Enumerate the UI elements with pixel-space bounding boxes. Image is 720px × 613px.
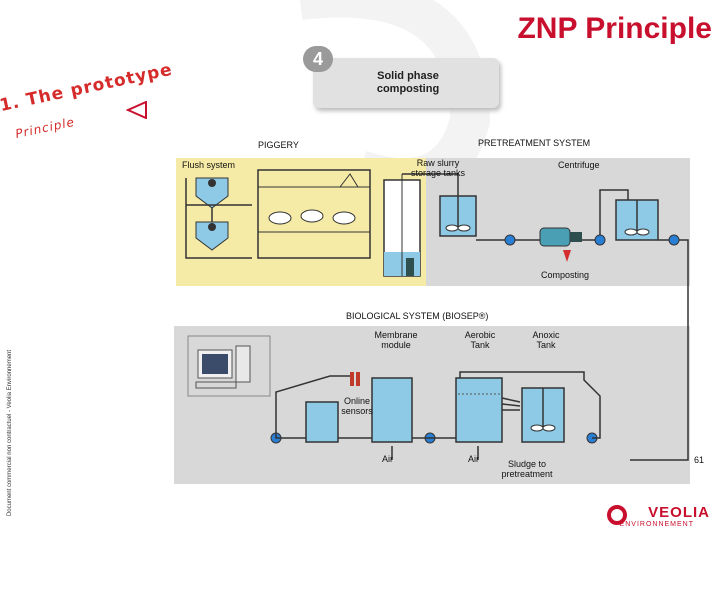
side-note: Document commercial non contractuel - Ve… [7,349,13,517]
air-label-1: Air [382,454,393,464]
pig-barn [257,169,371,259]
flush-tank-top [195,177,229,209]
centrifuge-label: Centrifuge [558,160,600,170]
step-number-badge: 4 [303,46,333,72]
centrifuge-icon [539,227,582,247]
aerobic-tank [455,377,503,443]
mixer-icon-2 [624,200,650,236]
slide-title: ZNP Principle [517,12,712,45]
triangle-arrow-icon [126,101,147,119]
online-sensors-label: Online sensors [341,396,373,416]
flush-system-label: Flush system [182,160,236,170]
permeate-tank [305,401,339,443]
process-diagram [174,158,690,484]
solid-phase-label: Solid phase composting [376,70,440,95]
pig-icon [268,209,356,225]
logo-name: VEOLIA [648,504,710,521]
sensor-icon [350,372,360,386]
flush-tank-bottom [195,221,229,251]
piggery-label: PIGGERY [258,140,299,150]
page-number: 61 [693,455,704,465]
anoxic-tank-label: Anoxic Tank [532,330,560,350]
membrane-tank [371,377,413,443]
air-label-2: Air [468,454,479,464]
veolia-logo-icon [607,505,627,525]
mixer-icon-3 [530,388,556,432]
membrane-module-label: Membrane module [374,330,418,350]
logo-subtitle: ENVIRONNEMENT [619,521,694,528]
raw-slurry-label: Raw slurry storage tanks [410,158,466,178]
aerobic-tank-label: Aerobic Tank [464,330,496,350]
biological-region [174,326,690,484]
mixer-icon [445,196,471,232]
biological-label: BIOLOGICAL SYSTEM (BIOSEP®) [346,311,489,321]
sludge-label: Sludge to pretreatment [501,459,553,479]
computer-icon [195,345,251,389]
solid-phase-box [313,58,499,108]
composting-label: Composting [541,270,590,280]
pretreatment-label: PRETREATMENT SYSTEM [478,138,591,148]
